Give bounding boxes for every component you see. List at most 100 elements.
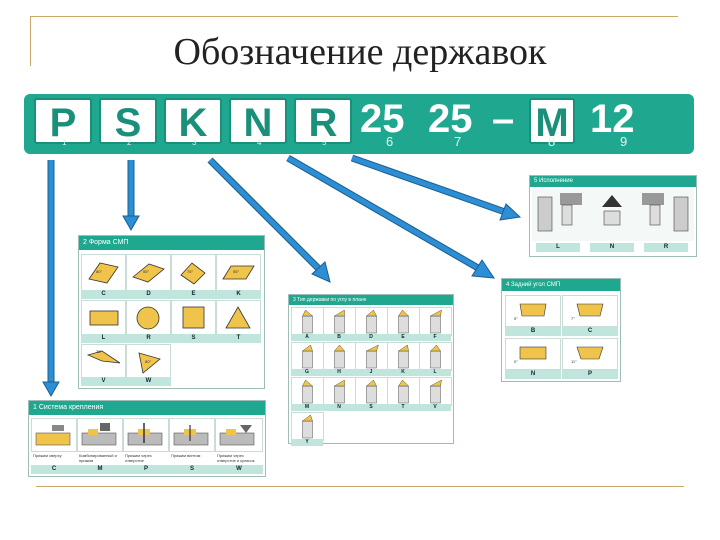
- shape-code-label: E: [171, 290, 216, 299]
- holder-type-cell: [291, 307, 324, 336]
- holder-type-cell: [355, 377, 388, 406]
- angle-label: 0°: [514, 359, 518, 364]
- clearance-code-label: B: [505, 327, 561, 336]
- triangle-icon: [225, 306, 251, 329]
- screw-clamp-icon: [173, 425, 209, 446]
- insert-shape-k-cell: 55°: [216, 254, 261, 291]
- clearance-code-label: N: [505, 370, 561, 379]
- holder-type-label: V: [419, 404, 451, 411]
- holder-type-label: G: [291, 369, 323, 376]
- holder-type-label: N: [323, 404, 355, 411]
- tool-version-icon: [532, 189, 694, 241]
- code-dash: –: [492, 97, 515, 141]
- combined-clamp-icon: [81, 423, 117, 446]
- size-width: 25: [428, 97, 473, 141]
- code-index: 9: [620, 134, 628, 149]
- clamp-s-cell: [169, 418, 215, 452]
- clearance-c-cell: 7°: [562, 295, 618, 327]
- down-arrow-icon: [42, 160, 60, 398]
- insert-shape-t-cell: [216, 300, 261, 335]
- designation-code-bar: P S K N R 1 2 3 4 5 25 25 – M 12 6 7 8 9: [24, 94, 694, 154]
- insert-shape-v-cell: 35°: [81, 344, 126, 378]
- insert-shape-r-cell: [126, 300, 171, 335]
- code-index: 4: [257, 138, 262, 147]
- holder-type-label: E: [387, 334, 419, 341]
- shape-code-label: T: [216, 334, 261, 343]
- panel-title: 5 Исполнение: [530, 176, 696, 187]
- shape-code-label: K: [216, 290, 261, 299]
- diagonal-arrow-icon: [350, 154, 522, 221]
- holder-type-cell: [387, 342, 420, 371]
- circle-icon: [136, 306, 160, 330]
- holder-type-cell: [387, 307, 420, 336]
- holder-angle-icon: [366, 344, 379, 369]
- code-box-1: P: [34, 98, 92, 145]
- angle-label: 75°: [187, 269, 194, 274]
- shape-code-label: S: [171, 334, 216, 343]
- code-letter: P: [49, 101, 77, 145]
- clamp-caption: Прижим сверху: [33, 453, 62, 458]
- down-arrow-icon: [122, 160, 140, 232]
- panel-title: 2 Форма СМП: [79, 236, 264, 250]
- frame-bottom-line: [36, 486, 684, 487]
- rhombus-35-icon: [86, 350, 121, 364]
- holder-angle-icon: [333, 379, 345, 404]
- clearance-p-cell: 11°: [562, 338, 618, 370]
- angle-label: 55°: [143, 269, 150, 274]
- clearance-angle-icon: [576, 303, 604, 317]
- code-letter: R: [308, 101, 338, 145]
- clamp-code-label: C: [31, 465, 77, 474]
- panel-insert-shape: 2 Форма СМП 80° 55° 75° 55° C D E K L R …: [78, 235, 265, 389]
- size-height: 25: [360, 97, 405, 141]
- holder-type-cell: [419, 377, 452, 406]
- holder-type-label: F: [419, 334, 451, 341]
- trigon-icon: [138, 352, 161, 374]
- frame-left-line: [30, 16, 31, 66]
- clamp-code-label: S: [169, 465, 215, 474]
- clamp-caption: Прижим через отверстие: [125, 453, 152, 463]
- code-letter: M: [535, 101, 569, 145]
- holder-angle-icon: [398, 379, 409, 404]
- holder-angle-icon: [365, 379, 377, 404]
- clearance-angle-icon: [519, 303, 547, 317]
- code-letter: S: [114, 101, 142, 145]
- version-code-label: L: [536, 243, 580, 252]
- angle-label: 35°: [96, 349, 103, 354]
- holder-angle-icon: [302, 379, 314, 404]
- code-box-2: S: [99, 98, 157, 145]
- holder-type-label: M: [291, 404, 323, 411]
- angle-label: 5°: [514, 316, 518, 321]
- holder-angle-icon: [398, 309, 409, 334]
- shape-code-label: L: [81, 334, 126, 343]
- holder-type-cell: [323, 342, 356, 371]
- code-index: 7: [454, 134, 462, 149]
- panel-title: 4 Задний угол СМП: [502, 279, 620, 291]
- code-letter: K: [178, 101, 208, 145]
- panel-title: 1 Система крепления: [29, 401, 265, 415]
- clamp-code-label: M: [77, 465, 123, 474]
- rhombus-80-icon: [88, 262, 119, 284]
- angle-label: 80°: [96, 269, 103, 274]
- code-box-5: R: [294, 98, 352, 145]
- version-code-label: N: [590, 243, 634, 252]
- angle-label: 11°: [571, 359, 577, 364]
- clamp-caption: Прижим через отверстие и кулачок: [217, 453, 255, 463]
- parallelogram-icon: [222, 265, 255, 280]
- holder-type-cell: [291, 412, 324, 441]
- holder-type-label: B: [323, 334, 355, 341]
- insert-shape-w-cell: 80°: [126, 344, 171, 378]
- holder-type-cell: [291, 342, 324, 371]
- panel-version: 5 Исполнение L N R: [529, 175, 697, 257]
- code-letter: N: [243, 101, 273, 145]
- holder-type-label: H: [323, 369, 355, 376]
- holder-type-label: K: [387, 369, 419, 376]
- square-icon: [182, 306, 205, 329]
- angle-label: 7°: [571, 316, 575, 321]
- holder-angle-icon: [365, 309, 377, 334]
- holder-type-label: A: [291, 334, 323, 341]
- panel-clearance-angle: 4 Задний угол СМП 5° 7° B C 0° 11° N P: [501, 278, 621, 382]
- holder-type-cell: [323, 377, 356, 406]
- holder-type-label: L: [419, 369, 451, 376]
